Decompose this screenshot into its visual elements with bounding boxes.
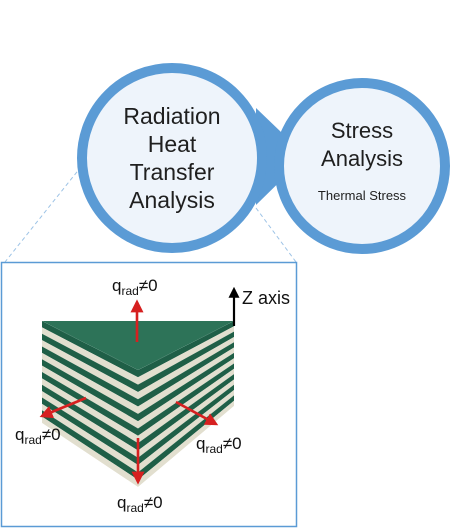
laminate-layer [42,403,138,473]
laminate-layer [42,359,138,422]
left-circle-line-2: Heat [148,131,197,157]
flux-symbol: q [196,434,205,453]
laminate-block [42,321,234,487]
red-arrow-icon [175,400,219,426]
laminate-layer [138,352,234,422]
flux-condition: ≠0 [223,434,242,453]
radiation-heat-transfer-circle [77,63,267,253]
flux-condition: ≠0 [139,276,158,295]
laminate-layer [42,321,138,378]
laminate-layer [42,333,138,392]
flux-subscript: rad [205,442,222,456]
laminate-layer [138,390,234,473]
laminate-layer [138,368,234,444]
laminate-layer [42,346,138,407]
right-circle-line-2: Analysis [321,146,403,171]
flux-condition: ≠0 [42,425,61,444]
laminate-layer [42,416,138,487]
flux-condition: ≠0 [144,493,163,512]
laminate-layer [42,365,138,429]
laminate-layer [138,321,234,378]
laminate-layer [138,384,234,466]
flux-symbol: q [117,493,126,512]
red-arrow-icon [39,396,87,419]
flux-label-left: qrad≠0 [15,425,61,447]
flux-label-top: qrad≠0 [112,276,158,298]
left-circle-line-1: Radiation [123,103,220,129]
laminate-layer [138,358,234,429]
laminate-layer [42,327,138,385]
left-circle-line-3: Transfer [130,159,215,185]
laminate-layer [42,340,138,400]
laminate-layer [42,391,138,458]
right-circle-line-1: Stress [331,118,393,143]
laminate-layer [138,374,234,451]
left-circle-line-4: Analysis [129,187,215,213]
laminate-left-face [42,321,138,487]
flux-subscript: rad [126,501,143,515]
laminate-layer [138,336,234,400]
flux-symbol: q [112,276,121,295]
laminate-layer [138,326,234,385]
flux-label-right: qrad≠0 [196,434,242,456]
laminate-layer [42,384,138,451]
thermal-stress-caption: Thermal Stress [318,188,407,203]
zoom-line-right [255,207,297,263]
laminate-layer [42,352,138,414]
flux-subscript: rad [24,433,41,447]
z-axis-label: Z axis [242,288,290,308]
flux-subscript: rad [121,284,138,298]
laminate-layer [138,379,234,458]
laminate-layer [138,347,234,414]
flux-symbol: q [15,425,24,444]
laminate-layer [42,410,138,480]
laminate-layer [138,363,234,436]
laminate-top-face [42,321,234,370]
flux-label-bottom: qrad≠0 [117,493,163,515]
laminate-layer [138,331,234,392]
laminate-layer [42,397,138,466]
laminate-layer [42,378,138,444]
stress-analysis-circle [274,78,450,254]
laminate-layer [42,372,138,436]
laminate-layer [138,342,234,407]
